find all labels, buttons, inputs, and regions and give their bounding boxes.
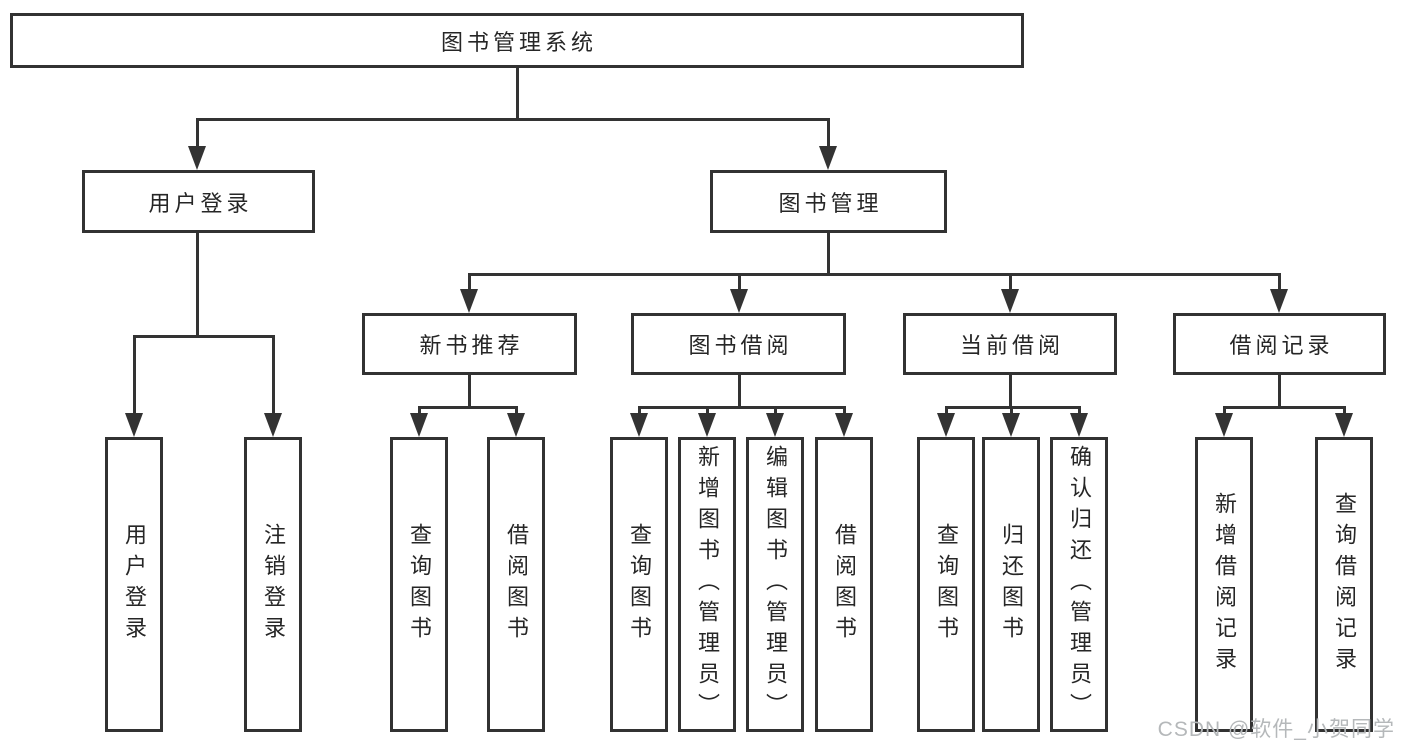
- connector-drop-cb-return: [1010, 406, 1013, 418]
- connector-drop-br-query: [1343, 406, 1346, 418]
- arrow-to-new-book: [460, 289, 478, 313]
- connector-drop-current-borrow: [1009, 273, 1012, 291]
- connector-drop-leaf-logout: [272, 335, 275, 415]
- leaf-borrow-query-books: 查询图书: [610, 437, 668, 732]
- arrow-to-br-query: [1335, 413, 1353, 437]
- leaf-current-return-books: 归还图书: [982, 437, 1040, 732]
- arrow-to-book-borrow: [730, 289, 748, 313]
- arrow-to-user-login: [188, 146, 206, 170]
- arrow-to-bb-borrow: [835, 413, 853, 437]
- connector-user-login-stem: [196, 233, 199, 335]
- connector-drop-cb-confirm: [1078, 406, 1081, 418]
- connector-new-book-stem: [468, 375, 471, 406]
- leaf-user-login: 用户登录: [105, 437, 163, 732]
- leaf-records-add-record: 新增借阅记录: [1195, 437, 1253, 732]
- connector-current-borrow-stem: [1009, 375, 1012, 406]
- arrow-to-cb-return: [1002, 413, 1020, 437]
- node-root-library-management-system: 图书管理系统: [10, 13, 1024, 68]
- arrow-to-leaf-logout: [264, 413, 282, 437]
- connector-drop-borrow-records: [1278, 273, 1281, 291]
- connector-book-borrow-rail: [638, 406, 846, 409]
- leaf-records-query-record: 查询借阅记录: [1315, 437, 1373, 732]
- node-book-borrow: 图书借阅: [631, 313, 846, 375]
- connector-borrow-records-stem: [1278, 375, 1281, 406]
- arrow-to-cb-query: [937, 413, 955, 437]
- arrow-to-newbook-borrow: [507, 413, 525, 437]
- connector-drop-bb-query: [638, 406, 641, 418]
- leaf-current-confirm-return-admin: 确认归还（管理员）: [1050, 437, 1108, 732]
- leaf-borrow-borrow-books: 借阅图书: [815, 437, 873, 732]
- arrow-to-cb-confirm: [1070, 413, 1088, 437]
- arrow-to-book-mgmt: [819, 146, 837, 170]
- connector-drop-leaf-user-login: [133, 335, 136, 415]
- connector-level2-rail: [196, 118, 830, 121]
- leaf-logout: 注销登录: [244, 437, 302, 732]
- node-user-login: 用户登录: [82, 170, 315, 233]
- arrow-to-borrow-records: [1270, 289, 1288, 313]
- connector-drop-user-login: [196, 118, 199, 148]
- connector-drop-bb-edit: [774, 406, 777, 418]
- connector-new-book-rail: [418, 406, 518, 409]
- connector-drop-bb-add: [706, 406, 709, 418]
- connector-current-borrow-rail: [945, 406, 1081, 409]
- connector-drop-book-borrow: [738, 273, 741, 291]
- connector-drop-newbook-borrow: [515, 406, 518, 418]
- arrow-to-bb-edit: [766, 413, 784, 437]
- leaf-borrow-edit-books-admin: 编辑图书（管理员）: [746, 437, 804, 732]
- connector-borrow-records-rail: [1223, 406, 1345, 409]
- arrow-to-br-add: [1215, 413, 1233, 437]
- arrow-to-bb-query: [630, 413, 648, 437]
- node-borrow-records: 借阅记录: [1173, 313, 1386, 375]
- connector-drop-book-mgmt: [827, 118, 830, 148]
- connector-user-login-rail: [133, 335, 275, 338]
- arrow-to-bb-add: [698, 413, 716, 437]
- node-book-management: 图书管理: [710, 170, 947, 233]
- connector-book-borrow-stem: [738, 375, 741, 406]
- arrow-to-current-borrow: [1001, 289, 1019, 313]
- node-new-book-recommend: 新书推荐: [362, 313, 577, 375]
- connector-drop-bb-borrow: [843, 406, 846, 418]
- connector-root-stem: [516, 68, 519, 118]
- leaf-newbook-borrow-books: 借阅图书: [487, 437, 545, 732]
- arrow-to-leaf-user-login: [125, 413, 143, 437]
- csdn-watermark: CSDN @软件_小贺同学: [1157, 718, 1395, 741]
- connector-drop-cb-query: [945, 406, 948, 418]
- leaf-newbook-query-books: 查询图书: [390, 437, 448, 732]
- connector-drop-br-add: [1223, 406, 1226, 418]
- connector-level3-rail: [468, 273, 1281, 276]
- arrow-to-newbook-query: [410, 413, 428, 437]
- connector-drop-newbook-query: [418, 406, 421, 418]
- leaf-borrow-add-books-admin: 新增图书（管理员）: [678, 437, 736, 732]
- connector-book-mgmt-stem: [827, 233, 830, 273]
- leaf-current-query-books: 查询图书: [917, 437, 975, 732]
- connector-drop-new-book: [468, 273, 471, 291]
- node-current-borrow: 当前借阅: [903, 313, 1117, 375]
